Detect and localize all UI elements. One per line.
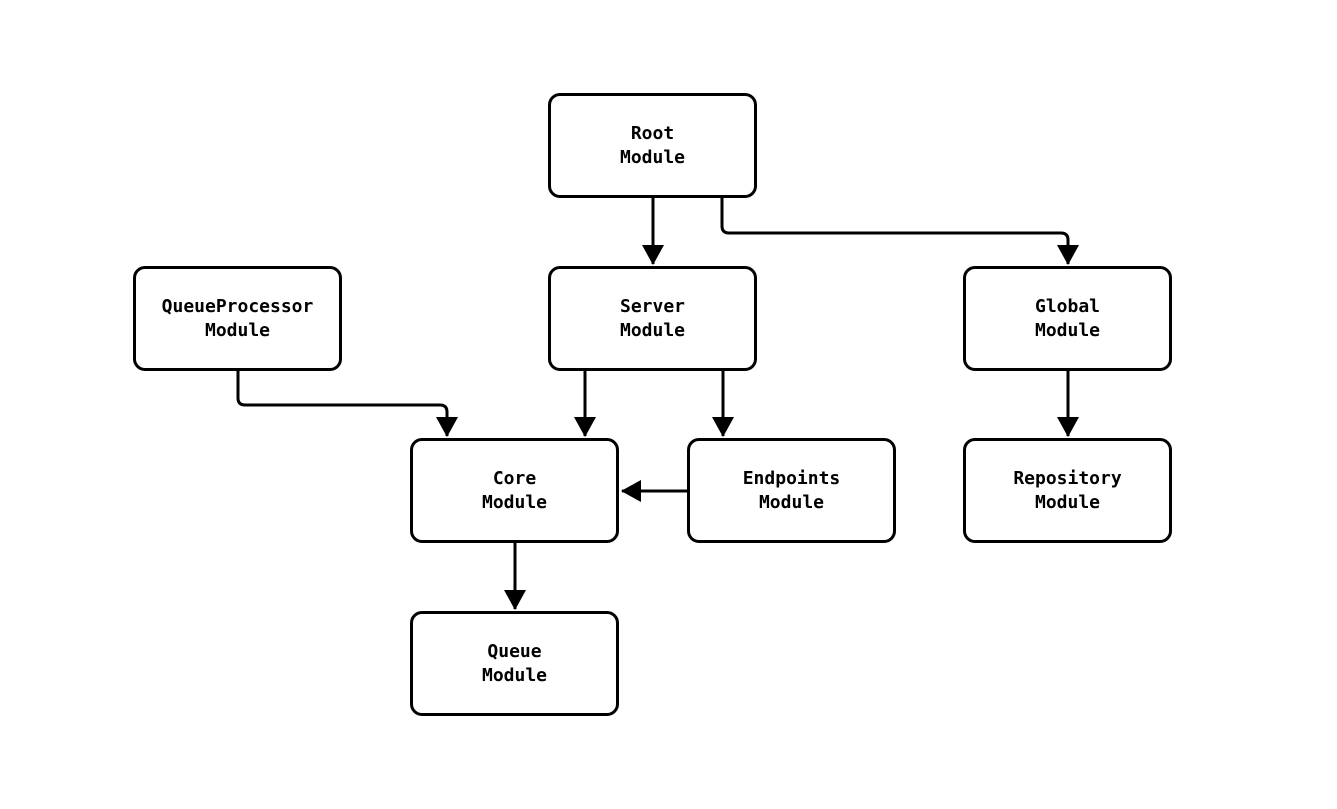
node-global-module: Global Module (963, 266, 1172, 371)
node-queueprocessor-module-label: QueueProcessor Module (161, 296, 314, 341)
node-core-module-label: Core Module (481, 468, 548, 513)
node-endpoints-module: Endpoints Module (687, 438, 896, 543)
node-endpoints-module-label: Endpoints Module (742, 468, 841, 513)
node-queueprocessor-module: QueueProcessor Module (133, 266, 342, 371)
node-global-module-label: Global Module (1034, 296, 1101, 341)
node-repository-module: Repository Module (963, 438, 1172, 543)
edge-queueprocessor-to-core (236, 371, 458, 437)
node-root-module-label: Root Module (619, 123, 686, 168)
node-root-module: Root Module (548, 93, 757, 198)
node-queue-module-label: Queue Module (481, 641, 548, 686)
node-repository-module-label: Repository Module (1013, 468, 1122, 513)
edge-root-to-global (720, 198, 1079, 265)
node-server-module: Server Module (548, 266, 757, 371)
node-core-module: Core Module (410, 438, 619, 543)
node-server-module-label: Server Module (619, 296, 686, 341)
node-queue-module: Queue Module (410, 611, 619, 716)
